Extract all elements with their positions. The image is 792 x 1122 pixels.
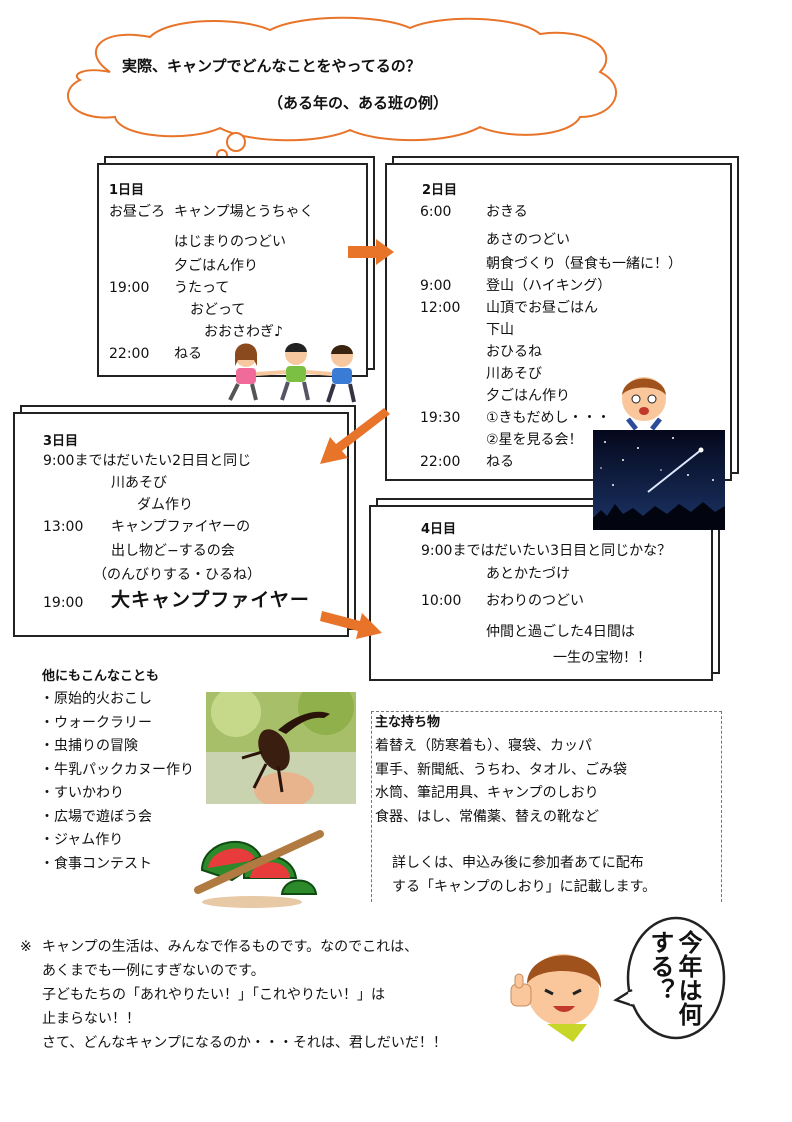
belongings-item: 食器、はし、常備薬、替えの靴など [375, 808, 599, 825]
day1-activity: うたって [174, 280, 230, 296]
watermelon-splitting-illustration [194, 830, 324, 908]
day2-activity: ②星を見る会！ [486, 432, 583, 448]
others-item: ・広場で遊ぼう会 [40, 808, 152, 825]
arrow-day1-to-day2 [348, 239, 394, 265]
stag-beetle-photo [206, 692, 356, 804]
day2-activity: 川あそび [486, 366, 542, 382]
belongings-detail-1: 詳しくは、申込み後に参加者あてに配布 [392, 855, 644, 871]
surprised-boy-illustration [622, 377, 666, 431]
day2-activity: 登山（ハイキング） [486, 278, 612, 294]
day3-campfire: 大キャンプファイヤー [111, 589, 310, 611]
day2-time: 12:00 [420, 300, 461, 316]
day1-activity: はじまりのつどい [174, 234, 286, 250]
note-line: さて、どんなキャンプになるのか・・・それは、君しだいだ！！ [42, 1035, 447, 1051]
belongings-title: 主な持ち物 [375, 715, 441, 730]
day4-line5: 一生の宝物！！ [553, 650, 651, 666]
day3-time-1300: 13:00 [43, 519, 84, 535]
day2-activity: 夕ごはん作り [486, 388, 570, 404]
day2-activity: 下山 [486, 322, 514, 338]
night-sky-photo [593, 430, 725, 530]
belongings-item: 水筒、筆記用具、キャンプのしおり [375, 785, 599, 801]
belongings-detail-2: する「キャンプのしおり」に記載します。 [392, 879, 657, 895]
day1-activity: おどって [190, 302, 246, 318]
day2-activity: おきる [486, 204, 528, 220]
day2-activity: あさのつどい [486, 232, 570, 248]
day1-activity: ねる [174, 346, 202, 362]
cloud-subtitle: （ある年の、ある班の例） [268, 94, 449, 112]
day1-box: 1日目 お昼ごろキャンプ場とうちゃくはじまりのつどい夕ごはん作り 19:00 うたっ… [97, 163, 368, 377]
day2-time: 19:30 [420, 410, 461, 426]
arrow-day3-to-day4 [320, 611, 382, 639]
cloud-title: 実際、キャンプでどんなことをやってるの？ [122, 57, 421, 75]
belongings-item: 軍手、新聞紙、うちわ、タオル、ごみ袋 [375, 761, 627, 778]
day2-time: 9:00 [420, 278, 452, 294]
arrow-day2-to-day3 [320, 408, 390, 464]
day3-line2: 川あそび [111, 475, 167, 491]
day2-activity: ①きもだめし・・・ [486, 410, 611, 426]
day4-line1: 9:00まではだいたい3日目と同じかな？ [421, 543, 672, 559]
note-line: 止まらない！！ [42, 1011, 140, 1027]
day4-line3: おわりのつどい [486, 593, 584, 609]
others-item: ・ウォークラリー [40, 714, 152, 731]
day4-title: 4日目 [421, 522, 457, 537]
others-item: ・ジャム作り [40, 832, 124, 848]
belongings-box [371, 711, 722, 902]
day1-time: お昼ごろ [109, 204, 165, 220]
others-item: ・食事コンテスト [40, 855, 152, 872]
speech-bubble-text: 今年は何する？ [646, 930, 702, 1026]
day2-title: 2日目 [422, 183, 458, 198]
day4-line2: あとかたづけ [486, 566, 570, 582]
note-line: あくまでも一例にすぎないのです。 [42, 963, 265, 979]
kids-holding-hands-illustration [228, 343, 356, 403]
day3-title: 3日目 [43, 434, 79, 449]
day1-activity: おおさわぎ♪ [204, 324, 283, 340]
day3-line5: 出し物ど−するの会 [111, 543, 235, 559]
day3-line1: 9:00まではだいたい2日目と同じ [43, 453, 252, 469]
day1-title: 1日目 [109, 183, 145, 198]
others-title: 他にもこんなことも [42, 669, 160, 684]
day4-line4: 仲間と過ごした4日間は [486, 624, 635, 640]
note-line: 子どもたちの「あれやりたい！」「これやりたい！」は [42, 987, 385, 1003]
day3-line3: ダム作り [137, 497, 193, 513]
belongings-item: 着替え（防寒着も）、寝袋、カッパ [375, 738, 592, 754]
day3-time-1900: 19:00 [43, 595, 84, 611]
note-mark: ※ [20, 939, 32, 955]
day2-time: 6:00 [420, 204, 452, 220]
thumbs-up-boy-illustration [510, 954, 602, 1042]
day4-time-1000: 10:00 [421, 593, 462, 609]
day1-time: 22:00 [109, 346, 150, 362]
day2-activity: ねる [486, 454, 514, 470]
speech-bubble [613, 916, 726, 1040]
day1-activity: キャンプ場とうちゃく [174, 204, 314, 220]
day3-line4: キャンプファイヤーの [111, 519, 251, 535]
day1-activity: 夕ごはん作り [174, 258, 258, 274]
day2-activity: おひるね [486, 344, 542, 360]
others-item: ・原始的火おこし [40, 691, 152, 707]
thought-cloud [67, 16, 618, 161]
day2-activity: 朝食づくり（昼食も一緒に！） [486, 256, 682, 272]
day2-box: 2日目 6:00 おきるあさのつどい朝食づくり（昼食も一緒に！） 9:00 登山（ハイ… [385, 163, 732, 481]
day3-box: 3日目 9:00まではだいたい2日目と同じ 川あそび ダム作り 13:00 キャ… [13, 412, 349, 637]
note-line: キャンプの生活は、みんなで作るものです。なのでこれは、 [42, 939, 419, 955]
day2-activity: 山頂でお昼ごはん [486, 300, 598, 316]
day4-box: 4日目 9:00まではだいたい3日目と同じかな？ あとかたづけ 10:00 おわ… [369, 505, 713, 681]
day2-time: 22:00 [420, 454, 461, 470]
others-item: ・虫捕りの冒険 [40, 738, 138, 754]
others-item: ・牛乳パックカヌー作り [40, 761, 194, 778]
day3-line6: （のんびりする・ひるね） [93, 567, 261, 583]
others-item: ・すいかわり [40, 785, 124, 801]
day1-time: 19:00 [109, 280, 150, 296]
